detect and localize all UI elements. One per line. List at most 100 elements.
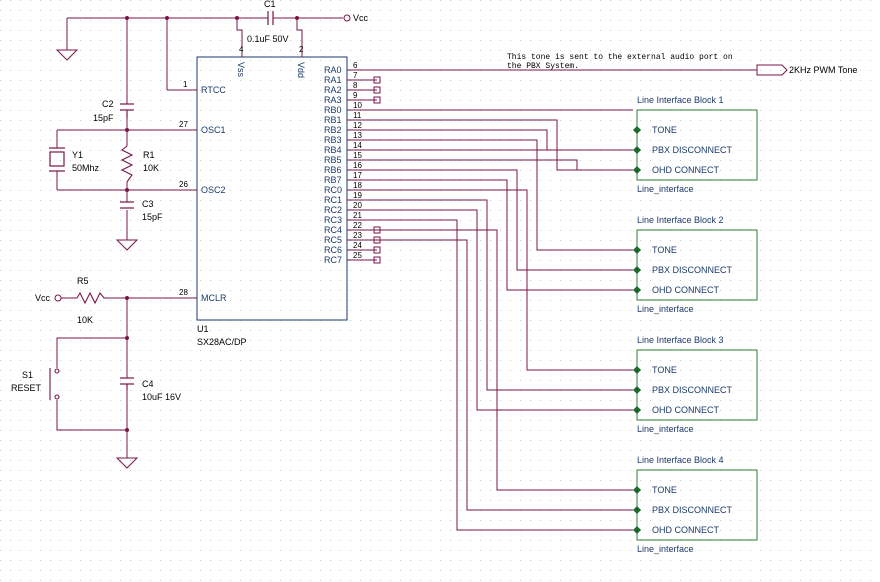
block-title: Line Interface Block 3 bbox=[637, 335, 724, 345]
signal-wire-rc0 bbox=[377, 189, 633, 371]
chip-right-pin-rc1: RC1 19 bbox=[324, 191, 377, 205]
pin-number: 6 bbox=[353, 61, 358, 70]
pin-name: RB2 bbox=[324, 125, 342, 135]
pin-name: RB5 bbox=[324, 155, 342, 165]
pin-name: Vdd bbox=[296, 62, 306, 78]
port-diamond bbox=[633, 366, 641, 374]
reset-wires bbox=[56, 297, 197, 458]
pin-name: RB6 bbox=[324, 165, 342, 175]
pin-name: RA1 bbox=[324, 75, 342, 85]
pin-name: RA2 bbox=[324, 85, 342, 95]
c1-value: 0.1uF 50V bbox=[247, 34, 289, 44]
pin-name: RC7 bbox=[324, 255, 342, 265]
pin-number: 25 bbox=[353, 251, 362, 260]
signal-wire-rc2 bbox=[377, 209, 633, 411]
pin-name: OSC2 bbox=[201, 185, 226, 195]
signal-wire-rc1 bbox=[377, 199, 633, 391]
resistor-r5 bbox=[76, 291, 107, 305]
block-border bbox=[636, 229, 758, 301]
pin-number: 14 bbox=[353, 141, 362, 150]
signal-wire-rc3 bbox=[377, 219, 633, 531]
capacitor-c3 bbox=[120, 201, 134, 209]
signal-wire-rb5 bbox=[377, 159, 633, 171]
pin-number: 13 bbox=[353, 131, 362, 140]
block-title: Line Interface Block 4 bbox=[637, 455, 724, 465]
port-label: PBX DISCONNECT bbox=[652, 265, 733, 275]
block-title: Line Interface Block 2 bbox=[637, 215, 724, 225]
pin-number: 18 bbox=[353, 181, 362, 190]
tone-note-line2: the PBX System. bbox=[507, 62, 579, 71]
pin-number: 2 bbox=[299, 45, 304, 54]
pin-name: RB0 bbox=[324, 105, 342, 115]
capacitor-c1 bbox=[267, 11, 274, 25]
port-diamond bbox=[633, 286, 641, 294]
pin-name: RC5 bbox=[324, 235, 342, 245]
pin-number: 21 bbox=[353, 211, 362, 220]
crystal-y1 bbox=[49, 147, 65, 172]
osc-wires bbox=[56, 18, 197, 240]
pin-name: RTCC bbox=[201, 85, 226, 95]
tone-output-label: 2KHz PWM Tone bbox=[789, 65, 857, 75]
pin-name: RB3 bbox=[324, 135, 342, 145]
pin-number: 27 bbox=[179, 120, 188, 129]
pin-number: 19 bbox=[353, 191, 362, 200]
chip-right-pin-rb0: RB0 10 bbox=[324, 101, 377, 115]
chip-left-pin-osc1: 27 OSC1 bbox=[179, 120, 226, 135]
pin-name: Vss bbox=[236, 62, 246, 78]
r1-ref: R1 bbox=[143, 150, 155, 160]
block-type: Line_interface bbox=[637, 304, 694, 314]
pin-name: OSC1 bbox=[201, 125, 226, 135]
c1-ref: C1 bbox=[264, 0, 276, 9]
pin-name: RB4 bbox=[324, 145, 342, 155]
port-label: TONE bbox=[652, 245, 677, 255]
no-connect-marker bbox=[373, 256, 381, 264]
no-connect-marker bbox=[373, 76, 381, 84]
pin-number: 22 bbox=[353, 221, 362, 230]
pin-name: RC3 bbox=[324, 215, 342, 225]
port-label: TONE bbox=[652, 125, 677, 135]
port-diamond bbox=[633, 126, 641, 134]
pin-name: RB1 bbox=[324, 115, 342, 125]
port-label: PBX DISCONNECT bbox=[652, 385, 733, 395]
vcc-left-label: Vcc bbox=[35, 293, 51, 303]
line-interface-block-4: Line Interface Block 4Line_interfaceTONE… bbox=[633, 455, 758, 554]
port-diamond bbox=[633, 506, 641, 514]
block-type: Line_interface bbox=[637, 544, 694, 554]
pin-number: 10 bbox=[353, 101, 362, 110]
port-label: PBX DISCONNECT bbox=[652, 145, 733, 155]
r5-value: 10K bbox=[77, 315, 93, 325]
switch-s1 bbox=[49, 368, 60, 400]
port-diamond bbox=[633, 386, 641, 394]
signal-wire-rb6 bbox=[377, 169, 633, 271]
capacitor-c4 bbox=[120, 377, 134, 390]
port-label: PBX DISCONNECT bbox=[652, 505, 733, 515]
pin-number: 12 bbox=[353, 121, 362, 130]
pin-name: RC1 bbox=[324, 195, 342, 205]
port-diamond bbox=[633, 166, 641, 174]
ground-symbol-c3 bbox=[115, 239, 139, 251]
no-connect-marker bbox=[373, 96, 381, 104]
chip-left-pin-rtcc: 1 RTCC bbox=[167, 80, 226, 95]
chip-u1-body bbox=[196, 56, 348, 321]
block-title: Line Interface Block 1 bbox=[637, 95, 724, 105]
pin-number: 20 bbox=[353, 201, 362, 210]
s1-value: RESET bbox=[11, 383, 42, 393]
pin-name: RC0 bbox=[324, 185, 342, 195]
port-label: TONE bbox=[652, 365, 677, 375]
line-interface-block-3: Line Interface Block 3Line_interfaceTONE… bbox=[633, 335, 758, 434]
chip-right-pin-rb3: RB3 13 bbox=[324, 131, 377, 145]
pin-name: RC6 bbox=[324, 245, 342, 255]
chip-right-pin-rc0: RC0 18 bbox=[324, 181, 377, 195]
line-interface-block-1: Line Interface Block 1Line_interfaceTONE… bbox=[633, 95, 758, 194]
r5-ref: R5 bbox=[77, 276, 89, 286]
ground-symbol-c4 bbox=[115, 457, 139, 469]
block-border bbox=[636, 469, 758, 541]
